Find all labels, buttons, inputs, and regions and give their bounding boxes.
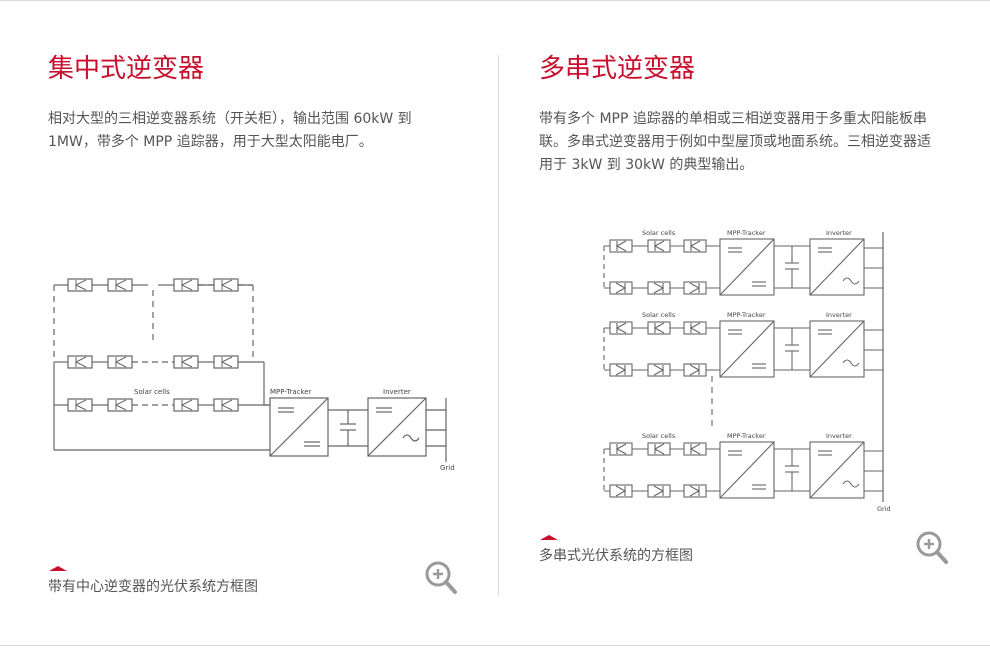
left-caption: 带有中心逆变器的光伏系统方框图 xyxy=(48,579,258,595)
right-solar-cells-label-1: Solar cells xyxy=(642,229,676,237)
panel-divider xyxy=(498,55,499,595)
right-caption: 多串式光伏系统的方框图 xyxy=(539,548,693,564)
left-zoom-in-icon[interactable] xyxy=(424,560,458,596)
right-solar-cells-label-2: Solar cells xyxy=(642,311,676,319)
right-inverter-label-1: Inverter xyxy=(826,229,852,237)
right-mpp-label-2: MPP-Tracker xyxy=(727,311,766,319)
right-mpp-label-1: MPP-Tracker xyxy=(727,229,766,237)
right-mpp-label-3: MPP-Tracker xyxy=(727,432,766,440)
right-zoom-in-icon[interactable] xyxy=(915,530,949,566)
string-module-1 xyxy=(603,238,883,296)
right-caret-up-icon xyxy=(540,535,558,540)
left-inverter-label: Inverter xyxy=(383,388,411,396)
right-solar-cells-label-3: Solar cells xyxy=(642,432,676,440)
right-description: 带有多个 MPP 追踪器的单相或三相逆变器用于多重太阳能板串联。多串式逆变器用于… xyxy=(539,111,931,173)
left-grid-label: Grid xyxy=(440,464,455,472)
right-title: 多串式逆变器 xyxy=(539,54,696,84)
top-rule xyxy=(0,0,990,1)
string-module-3 xyxy=(603,441,883,499)
right-inverter-label-3: Inverter xyxy=(826,432,852,440)
string-module-2 xyxy=(603,320,883,378)
right-grid-label: Grid xyxy=(877,505,891,513)
right-inverter-label-2: Inverter xyxy=(826,311,852,319)
left-mpp-label: MPP-Tracker xyxy=(270,388,312,396)
left-caret-up-icon xyxy=(49,566,67,571)
central-inverter-diagram: Solar cells MPP-Tracker Inverter Grid xyxy=(53,278,455,472)
left-solar-cells-label: Solar cells xyxy=(134,388,170,396)
bottom-rule xyxy=(0,645,990,646)
left-title: 集中式逆变器 xyxy=(48,54,205,84)
left-description: 相对大型的三相逆变器系统（开关柜），输出范围 60kW 到 1MW，带多个 MP… xyxy=(48,111,412,150)
